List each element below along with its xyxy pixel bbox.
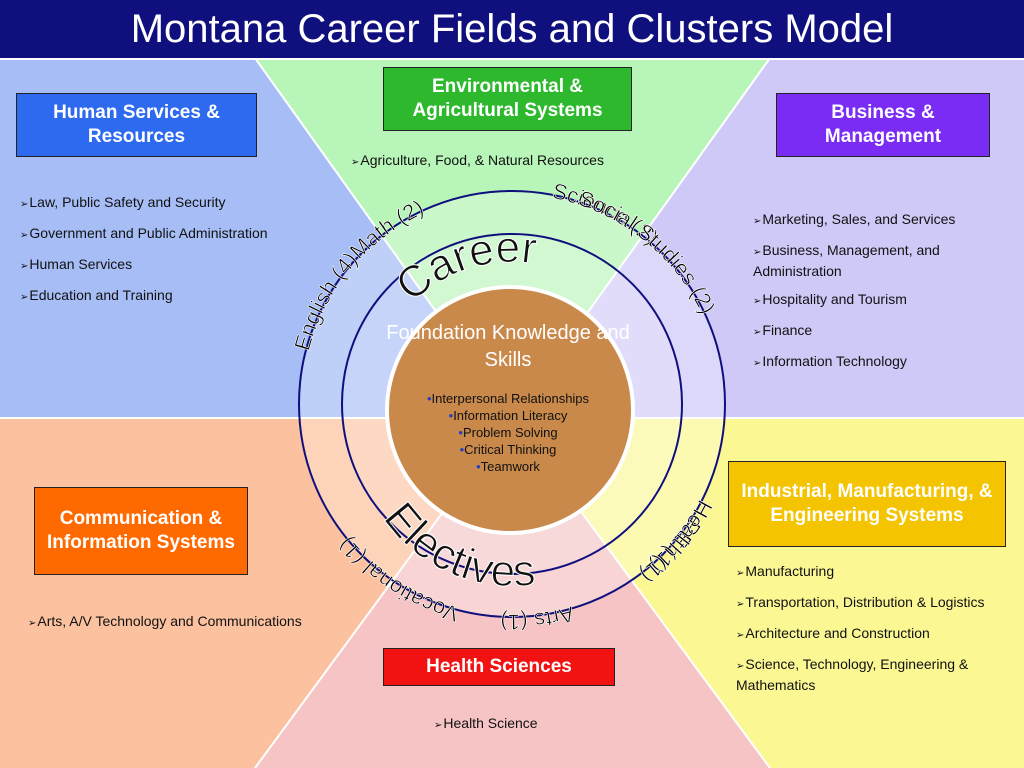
list-item: ➢Agriculture, Food, & Natural Resources — [351, 152, 604, 168]
list-item: ➢Manufacturing — [736, 563, 835, 579]
cluster-list-business: ➢Marketing, Sales, and Services ➢Busines… — [753, 210, 993, 383]
field-box-communication: Communication & Information Systems — [34, 487, 248, 575]
cluster-list-industrial: ➢Manufacturing ➢Transportation, Distribu… — [736, 562, 1016, 704]
list-item: •Interpersonal Relationships — [426, 391, 590, 406]
foundation-title: Foundation Knowledge and Skills — [386, 322, 630, 371]
list-item: ➢Hospitality and Tourism — [753, 291, 907, 307]
list-item: ➢Science, Technology, Engineering & Math… — [736, 656, 969, 693]
list-item: •Critical Thinking — [459, 442, 557, 457]
list-item: ➢Education and Training — [20, 287, 173, 303]
list-item: ➢Law, Public Safety and Security — [20, 194, 226, 210]
list-item: ➢Information Technology — [753, 353, 907, 369]
cluster-list-human-services: ➢Law, Public Safety and Security ➢Govern… — [20, 193, 320, 317]
list-item: ➢Government and Public Administration — [20, 225, 268, 241]
foundation-skill-list: •Interpersonal Relationships •Informatio… — [386, 390, 630, 475]
region-environmental — [255, 58, 770, 418]
field-box-health: Health Sciences — [383, 648, 615, 686]
list-item: ➢Architecture and Construction — [736, 625, 930, 641]
list-item: ➢Finance — [753, 322, 813, 338]
field-box-industrial: Industrial, Manufacturing, & Engineering… — [728, 461, 1006, 547]
cluster-list-communication: ➢Arts, A/V Technology and Communications — [28, 612, 358, 643]
foundation-circle — [385, 285, 635, 535]
field-box-business: Business & Management — [776, 93, 990, 157]
cluster-list-health: ➢Health Science — [434, 714, 634, 745]
field-box-environmental: Environmental & Agricultural Systems — [383, 67, 632, 131]
list-item: ➢Human Services — [20, 256, 133, 272]
title-bar: Montana Career Fields and Clusters Model — [0, 0, 1024, 60]
page-title: Montana Career Fields and Clusters Model — [130, 7, 894, 51]
field-box-human-services: Human Services & Resources — [16, 93, 257, 157]
list-item: ➢Arts, A/V Technology and Communications — [28, 613, 302, 629]
list-item: •Teamwork — [476, 459, 540, 474]
list-item: ➢Marketing, Sales, and Services — [753, 211, 956, 227]
list-item: ➢Business, Management, and Administratio… — [753, 242, 940, 279]
list-item: ➢Transportation, Distribution & Logistic… — [736, 594, 985, 610]
list-item: •Problem Solving — [458, 425, 558, 440]
list-item: •Information Literacy — [448, 408, 568, 423]
cluster-list-environmental: ➢Agriculture, Food, & Natural Resources — [351, 151, 651, 182]
list-item: ➢Health Science — [434, 715, 538, 731]
